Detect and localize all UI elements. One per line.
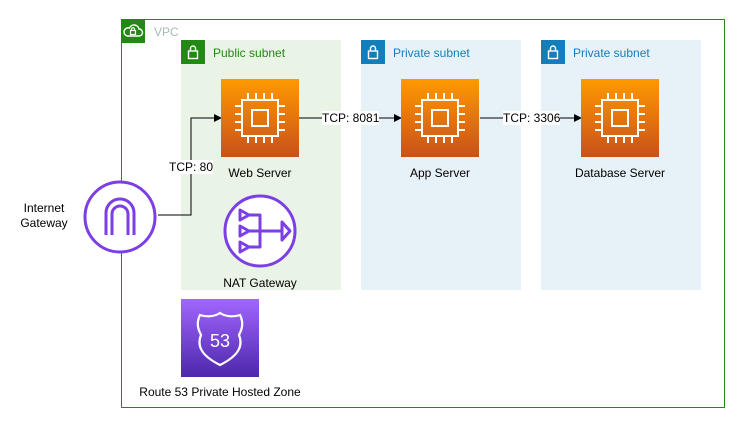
lock-icon	[181, 40, 205, 64]
lock-icon	[541, 40, 565, 64]
database-server-label: Database Server	[574, 166, 666, 180]
ec2-chip-icon	[581, 79, 659, 157]
route53-shield-icon: 53	[181, 299, 259, 377]
private-subnet-db-label: Private subnet	[573, 46, 650, 60]
svg-text:53: 53	[210, 331, 230, 351]
web-server-label: Web Server	[228, 166, 292, 180]
edge-label-tcp-3306: TCP: 3306	[503, 111, 561, 125]
edge-label-tcp-80: TCP: 80	[169, 160, 214, 174]
ec2-chip-icon	[221, 79, 299, 157]
app-server-label: App Server	[409, 166, 471, 180]
public-subnet-label: Public subnet	[213, 46, 286, 60]
cloud-lock-icon	[121, 19, 145, 43]
route53-label: Route 53 Private Hosted Zone	[139, 385, 301, 399]
lock-icon	[361, 40, 385, 64]
nat-gateway-icon	[222, 193, 298, 269]
vpc-label: VPC	[154, 25, 179, 39]
internet-gateway-label: Internet Gateway	[20, 201, 68, 230]
edge-label-tcp-8081: TCP: 8081	[322, 111, 380, 125]
ec2-chip-icon	[401, 79, 479, 157]
nat-gateway-label: NAT Gateway	[223, 276, 297, 290]
private-subnet-app-label: Private subnet	[393, 46, 470, 60]
internet-gateway-icon	[82, 179, 158, 255]
